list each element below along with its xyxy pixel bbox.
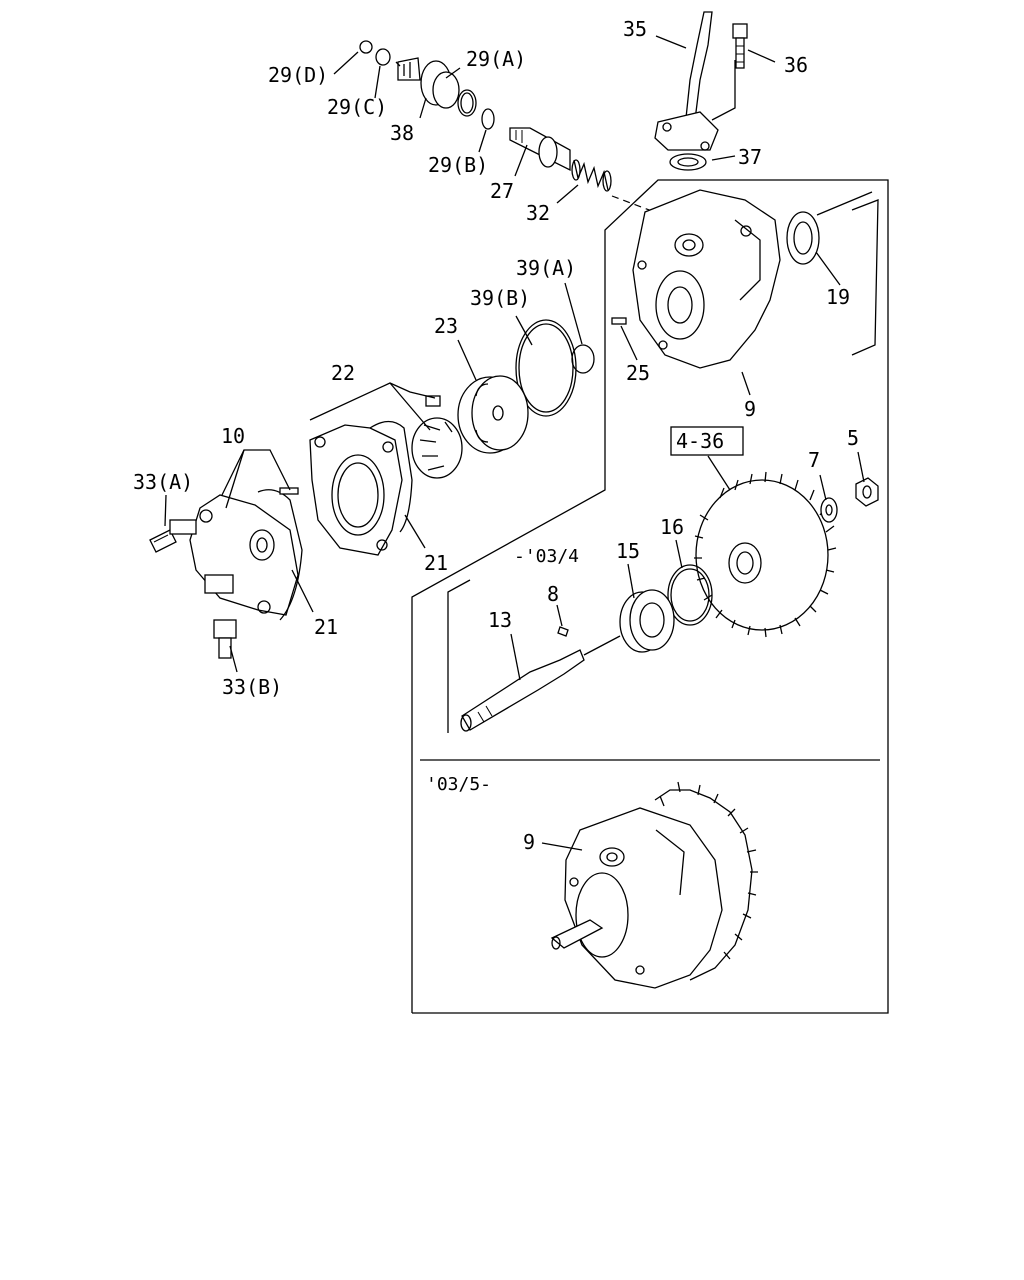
key-part-8 [557, 626, 569, 637]
callout-7: 7 [808, 448, 820, 472]
bolt-part-36 [732, 23, 748, 69]
date-range-until: -'03/4 [514, 546, 579, 567]
pump-assembly-part-9 [550, 781, 758, 989]
leader-lines [164, 35, 873, 851]
o-ring-29a [457, 89, 477, 117]
callout-32: 32 [526, 201, 550, 225]
callout-19: 19 [826, 285, 850, 309]
callout-13: 13 [488, 608, 512, 632]
gear-part-4-36 [694, 471, 837, 638]
callout-33b: 33(B) [222, 675, 282, 699]
callout-8: 8 [547, 582, 559, 606]
section-frame [411, 179, 889, 1014]
pump-housing-part-9 [632, 189, 781, 369]
gasket-part-21-upper [369, 420, 413, 533]
bolt-part-33b [213, 619, 237, 659]
callout-36: 36 [784, 53, 808, 77]
nut-part-5 [855, 477, 879, 507]
callout-35: 35 [623, 17, 647, 41]
reference-box-4-36 [670, 426, 744, 456]
o-ring-29b [481, 108, 495, 130]
cam-ring-part-22 [309, 424, 403, 556]
callout-22: 22 [331, 361, 355, 385]
callout-23: 23 [434, 314, 458, 338]
oil-seal-part-19 [786, 211, 820, 265]
callout-5: 5 [847, 426, 859, 450]
valve-part-27 [509, 127, 571, 172]
oil-pipe-part-35 [654, 11, 736, 151]
cover-part-10 [189, 494, 299, 616]
callout-21-upper: 21 [424, 551, 448, 575]
callout-29d: 29(D) [268, 63, 328, 87]
shaft-part-13 [460, 635, 621, 732]
bearing-part-15 [619, 589, 675, 653]
connector-part-38 [395, 57, 460, 109]
pin-part-25 [611, 317, 627, 325]
gasket-part-21-lower [257, 489, 303, 621]
callout-21-lower: 21 [314, 615, 338, 639]
callout-25: 25 [626, 361, 650, 385]
o-ring-29c [375, 48, 391, 66]
callout-16: 16 [660, 515, 684, 539]
plate-part-23 [457, 375, 529, 454]
rotor-part-22 [411, 395, 463, 479]
washer-part-7 [820, 497, 838, 523]
gasket-part-37 [669, 153, 707, 171]
callout-29a: 29(A) [466, 47, 526, 71]
callout-39b: 39(B) [470, 286, 530, 310]
callout-29c: 29(C) [327, 95, 387, 119]
callout-15: 15 [616, 539, 640, 563]
callout-37: 37 [738, 145, 762, 169]
callout-29b: 29(B) [428, 153, 488, 177]
date-range-from: '03/5- [426, 774, 491, 795]
callout-4-36: 4-36 [676, 429, 724, 453]
callout-38: 38 [390, 121, 414, 145]
o-ring-39b [515, 319, 577, 417]
o-ring-29d [359, 40, 373, 54]
callout-27: 27 [490, 179, 514, 203]
snap-ring-part-16 [667, 564, 713, 626]
callout-10: 10 [221, 424, 245, 448]
callout-33a: 33(A) [133, 470, 193, 494]
callout-9-bottom: 9 [523, 830, 535, 854]
bolt-part-33a [149, 519, 197, 553]
spring-part-32 [571, 159, 612, 192]
callout-9-top: 9 [744, 397, 756, 421]
callout-labels: 35 36 37 29(D) 29(A) 29(C) 38 29(B) 27 3… [133, 17, 859, 854]
callout-39a: 39(A) [516, 256, 576, 280]
